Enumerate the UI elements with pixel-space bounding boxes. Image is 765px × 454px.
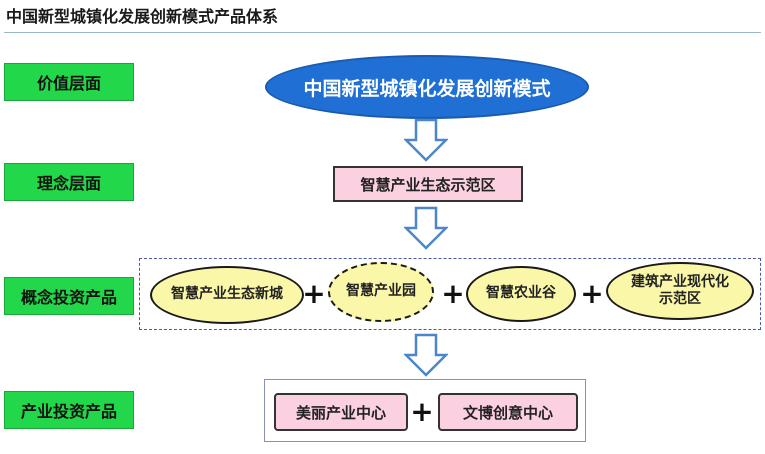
title-divider: [4, 32, 761, 33]
plus-sign: +: [441, 276, 465, 310]
level-industry-investment: 产业投资产品: [4, 391, 134, 429]
concept-products-group: [139, 258, 761, 330]
industry-product-item: 文博创意中心: [438, 393, 578, 431]
page-title: 中国新型城镇化发展创新模式产品体系: [6, 7, 279, 26]
concept-product-item: 智慧产业生态新城: [150, 266, 304, 324]
down-arrow-icon: [404, 333, 448, 377]
concept-product-item: 智慧产业园: [328, 262, 434, 322]
top-ellipse: 中国新型城镇化发展创新模式: [265, 55, 589, 119]
plus-sign: +: [580, 276, 604, 310]
plus-sign: +: [410, 394, 434, 428]
down-arrow-icon: [404, 118, 448, 162]
concept-box: 智慧产业生态示范区: [333, 166, 523, 202]
concept-product-item: 建筑产业现代化示范区: [606, 262, 754, 320]
industry-product-item: 美丽产业中心: [274, 393, 408, 431]
concept-product-item: 智慧农业谷: [466, 266, 576, 322]
down-arrow-icon: [404, 206, 448, 250]
level-concept: 理念层面: [4, 163, 134, 201]
level-investment-concept: 概念投资产品: [4, 277, 134, 315]
level-value: 价值层面: [4, 63, 134, 101]
plus-sign: +: [302, 276, 326, 310]
